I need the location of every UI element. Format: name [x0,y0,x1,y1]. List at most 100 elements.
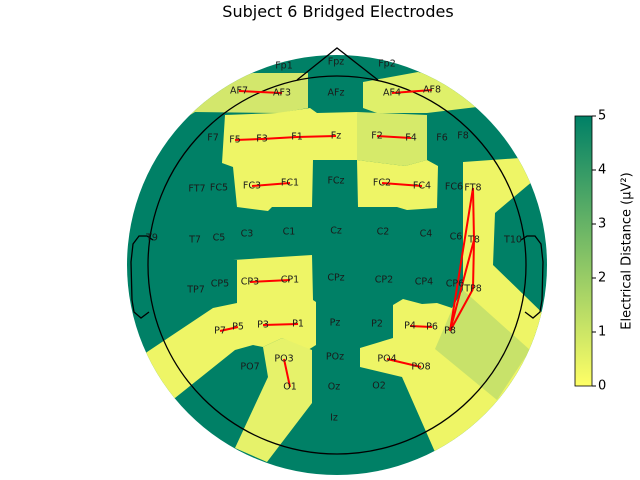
electrode-label-pz: Pz [330,318,341,329]
electrode-label-p8: P8 [444,326,456,337]
electrode-label-tp7: TP7 [186,285,205,296]
electrode-label-p6: P6 [426,322,438,333]
bridge-line-fc3-fc1 [251,182,291,187]
electrode-label-c2: C2 [377,227,390,238]
electrode-label-f3: F3 [256,134,268,145]
colorbar-tick-label: 3 [598,217,606,232]
electrode-label-t10: T10 [503,235,522,246]
bridge-lines [219,89,475,388]
electrode-label-cp6: CP6 [446,279,464,290]
electrode-label-f7: F7 [207,133,219,144]
colorbar-tick-label: 0 [598,379,606,394]
bridge-line-cp3-cp1 [249,279,291,283]
electrode-label-c1: C1 [283,227,296,238]
electrode-label-p1: P1 [292,319,304,330]
electrode-label-af8: AF8 [423,85,441,96]
electrode-label-fp1: Fp1 [275,61,293,72]
electrode-label-ft8: FT8 [464,183,481,194]
map-background-region [127,55,547,475]
electrode-label-f5: F5 [229,135,241,146]
electrode-label-af4: AF4 [383,88,401,99]
colorbar-gradient [574,115,593,387]
electrode-label-fc3: FC3 [243,181,261,192]
electrode-label-t9: T9 [145,233,158,244]
region-po-o-left [235,338,312,462]
bridge-line-fc2-fc4 [381,182,423,187]
bridge-line-f5-f3 [234,138,263,141]
electrode-label-ft7: FT7 [188,184,205,195]
electrode-label-t8: T8 [467,235,480,246]
electrode-label-p2: P2 [371,319,383,330]
electrode-label-poz: POz [326,352,344,363]
electrode-label-p4: P4 [404,321,416,332]
electrode-label-po3: PO3 [274,354,293,365]
electrode-label-fc1: FC1 [281,178,299,189]
bridge-line-f1-fz [296,135,337,138]
electrode-label-af3: AF3 [273,88,291,99]
electrode-label-fcz: FCz [327,176,344,187]
bridge-line-po3-o1 [283,358,291,388]
bridge-line-p3-p1 [262,323,299,326]
electrode-label-c5: C5 [213,233,226,244]
electrode-label-p7: P7 [214,326,226,337]
electrode-label-f4: F4 [405,133,417,144]
electrode-label-cp4: CP4 [415,277,433,288]
region-af-right [363,72,500,113]
electrode-label-f8: F8 [457,131,469,142]
electrode-label-o1: O1 [283,382,297,393]
head-circle [147,75,527,455]
electrode-label-fc4: FC4 [413,181,431,192]
electrode-label-po8: PO8 [411,362,430,373]
electrode-label-cp2: CP2 [375,275,393,286]
electrode-label-oz: Oz [328,382,340,393]
electrode-label-fc5: FC5 [210,183,228,194]
electrode-label-f6: F6 [436,133,448,144]
bridge-line-po4-po8 [386,358,422,368]
electrode-label-c3: C3 [241,229,254,240]
bridge-line-ft8-p8 [449,187,474,332]
chart-title: Subject 6 Bridged Electrodes [222,2,454,21]
electrode-label-afz: AFz [328,88,345,99]
electrode-label-po4: PO4 [377,354,396,365]
bridge-line-f3-f1 [261,136,298,140]
bridge-line-t8-tp8 [472,239,475,290]
right-ear-icon [520,235,544,319]
bridge-line-af4-af8 [391,89,433,94]
colorbar-tick-label: 1 [598,325,606,340]
electrode-label-p5: P5 [232,322,244,333]
electrode-label-fp2: Fp2 [378,59,396,70]
bridge-line-p7-p5 [219,326,239,332]
electrode-label-o2: O2 [372,381,386,392]
electrode-label-f1: F1 [291,132,303,143]
bridge-line-tp8-p8 [449,288,474,332]
electrode-label-cz: Cz [330,226,342,237]
electrode-label-fc2: FC2 [373,178,391,189]
head-outline [130,47,544,455]
electrode-label-cpz: CPz [327,273,344,284]
region-cp-p-left [127,255,316,400]
distance-map [127,55,547,475]
electrode-label-p3: P3 [257,320,269,331]
electrode-label-t7: T7 [188,235,201,246]
electrode-label-tp8: TP8 [463,284,482,295]
electrode-label-cp5: CP5 [211,279,229,290]
electrode-label-c6: C6 [450,232,463,243]
bridge-line-t8-p8 [449,239,475,332]
electrode-label-po7: PO7 [240,362,259,373]
electrode-label-fpz: Fpz [328,57,344,68]
electrode-label-c4: C4 [420,229,433,240]
electrode-label-f2: F2 [371,131,383,142]
electrode-label-cp3: CP3 [241,277,259,288]
bridge-line-ft8-t8 [472,187,475,241]
colorbar-tick-label: 5 [598,109,606,124]
bridge-line-p4-p6 [409,325,433,328]
electrode-label-fz: Fz [331,131,341,142]
electrode-label-af7: AF7 [230,86,248,97]
region-f-right [357,112,427,166]
electrode-label-cp1: CP1 [281,275,299,286]
nose-icon [296,47,379,81]
colorbar-tick-label: 2 [598,271,606,286]
